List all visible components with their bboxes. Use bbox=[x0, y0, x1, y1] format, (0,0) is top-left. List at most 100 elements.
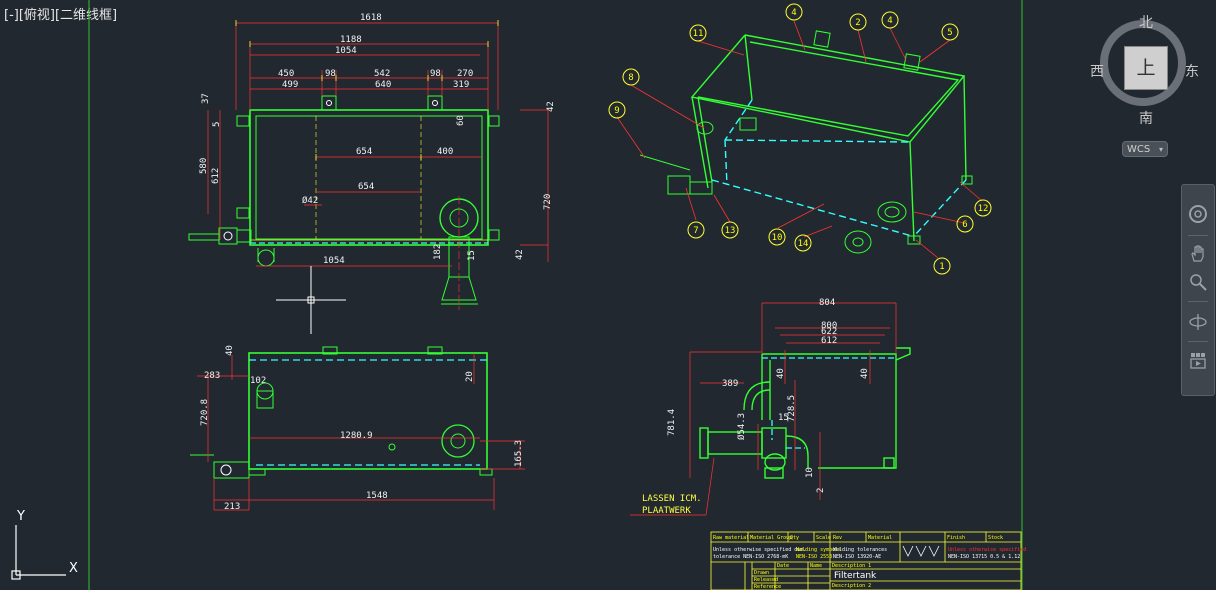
dim-front-7208: 720.8 bbox=[200, 399, 210, 426]
balloon-10: 10 bbox=[772, 233, 783, 243]
balloon-leaders bbox=[616, 20, 983, 259]
dim-640: 640 bbox=[375, 80, 391, 90]
dim-5: 5 bbox=[212, 122, 222, 127]
ucs-x-label: X bbox=[69, 561, 78, 576]
chevron-down-icon: ▾ bbox=[1158, 145, 1163, 154]
orbit-icon[interactable] bbox=[1186, 311, 1210, 335]
tb-qty: Qty bbox=[790, 535, 799, 541]
dim-side-804: 804 bbox=[819, 298, 835, 308]
balloon-14: 14 bbox=[798, 239, 809, 249]
dim-98b: 98 bbox=[430, 69, 441, 79]
front-view bbox=[190, 346, 525, 511]
dim-400: 400 bbox=[437, 147, 453, 157]
dim-side-622: 622 bbox=[821, 327, 837, 337]
dim-1188: 1188 bbox=[340, 35, 362, 45]
dim-front-40: 40 bbox=[225, 345, 235, 356]
dim-60: 60 bbox=[456, 115, 466, 126]
dim-612: 612 bbox=[211, 168, 221, 184]
dim-front-12809: 1280.9 bbox=[340, 431, 373, 441]
tb-released: Released bbox=[754, 577, 778, 583]
dim-side-2: 2 bbox=[816, 488, 826, 493]
balloon-4b: 4 bbox=[887, 16, 892, 26]
title-block bbox=[710, 531, 1022, 590]
dim-499: 499 bbox=[282, 80, 298, 90]
weld-note-line1: LASSEN ICM. bbox=[642, 494, 702, 504]
dim-side-612: 612 bbox=[821, 336, 837, 346]
compass-north[interactable]: 北 bbox=[1139, 15, 1153, 31]
dim-side-7814: 781.4 bbox=[667, 409, 677, 436]
tb-weldtol-1: Welding tolerances bbox=[833, 547, 887, 553]
dim-1618: 1618 bbox=[360, 13, 382, 23]
dim-42a: 42 bbox=[546, 101, 556, 112]
dim-front-1653: 165.3 bbox=[514, 440, 524, 467]
navigation-bar[interactable] bbox=[1181, 184, 1215, 396]
viewcube-top-face[interactable]: 上 bbox=[1124, 46, 1168, 90]
dim-front-102: 102 bbox=[250, 376, 266, 386]
dim-1054: 1054 bbox=[335, 46, 357, 56]
dim-side-15: 15 bbox=[778, 413, 789, 423]
tb-name: Name bbox=[810, 563, 822, 569]
tb-rev: Rev bbox=[833, 535, 842, 541]
viewcube-compass-ring[interactable] bbox=[1100, 20, 1186, 106]
dim-phi42: Ø42 bbox=[302, 195, 318, 206]
dim-37: 37 bbox=[201, 93, 211, 104]
ucs-icon bbox=[11, 525, 66, 580]
tb-raw-material: Raw material bbox=[713, 535, 749, 541]
dim-654a: 654 bbox=[356, 147, 372, 157]
crosshair-cursor bbox=[276, 266, 346, 334]
compass-south[interactable]: 南 bbox=[1139, 111, 1153, 127]
isometric-view bbox=[639, 30, 973, 254]
dim-270: 270 bbox=[457, 69, 473, 79]
tb-desc1: Filtertank bbox=[834, 571, 877, 581]
dim-side-40a: 40 bbox=[776, 368, 786, 379]
tb-weld-1: Welding symbols bbox=[796, 547, 841, 553]
dim-front-1548: 1548 bbox=[366, 491, 388, 501]
dim-side-7285: 728.5 bbox=[787, 395, 797, 422]
tb-desc2-label: Description 2 bbox=[832, 583, 871, 589]
side-view bbox=[630, 302, 911, 516]
balloon-5: 5 bbox=[947, 28, 952, 38]
tb-desc1-label: Description 1 bbox=[832, 563, 871, 569]
balloon-12: 12 bbox=[978, 204, 989, 214]
viewcube[interactable]: 北 南 东 西 上 bbox=[1090, 12, 1202, 127]
balloon-2: 2 bbox=[855, 18, 860, 28]
tb-date: Date bbox=[777, 563, 789, 569]
dim-front-283: 283 bbox=[204, 371, 220, 381]
dim-580: 580 bbox=[199, 158, 209, 174]
tb-material: Material bbox=[868, 535, 892, 541]
tb-material-group: Material Group bbox=[750, 535, 792, 541]
balloon-4a: 4 bbox=[791, 8, 796, 18]
weld-note-line2: PLAATWERK bbox=[642, 506, 691, 516]
balloon-13: 13 bbox=[725, 226, 736, 236]
compass-west[interactable]: 西 bbox=[1090, 64, 1104, 80]
top-view bbox=[188, 20, 549, 310]
dim-side-40b: 40 bbox=[860, 368, 870, 379]
tb-scale: Scale bbox=[816, 535, 831, 541]
tb-weldtol-2: NEN-ISO 13920-AE bbox=[833, 554, 881, 560]
dim-98a: 98 bbox=[325, 69, 336, 79]
dim-542: 542 bbox=[374, 69, 390, 79]
balloon-9: 9 bbox=[614, 106, 619, 116]
steering-wheel-icon[interactable] bbox=[1186, 203, 1210, 227]
dim-450: 450 bbox=[278, 69, 294, 79]
zoom-extents-icon[interactable] bbox=[1186, 271, 1210, 295]
dim-182: 182 bbox=[433, 244, 443, 260]
wcs-menu[interactable]: WCS▾ bbox=[1122, 141, 1168, 157]
dim-side-389: 389 bbox=[722, 379, 738, 389]
tb-red-1: Unless otherwise specified bbox=[948, 547, 1026, 553]
tb-red-2: NEN-ISO 13715 0.5 & 1.12 bbox=[948, 554, 1020, 560]
balloon-11: 11 bbox=[693, 29, 704, 39]
pan-hand-icon[interactable] bbox=[1186, 243, 1210, 267]
balloon-6: 6 bbox=[962, 220, 967, 230]
tb-stock: Stock bbox=[988, 535, 1003, 541]
ucs-y-label: Y bbox=[16, 509, 25, 524]
dim-side-phi543: Ø54.3 bbox=[736, 413, 747, 440]
showmotion-icon[interactable] bbox=[1186, 349, 1210, 373]
weld-symbols-icon bbox=[902, 545, 940, 557]
dim-front-20: 20 bbox=[465, 371, 475, 382]
tb-drawn: Drawn bbox=[754, 570, 769, 576]
dim-1054b: 1054 bbox=[323, 256, 345, 266]
compass-east[interactable]: 东 bbox=[1185, 64, 1199, 80]
tb-tol-2: tolerance NEN-ISO 2768-mK bbox=[713, 554, 788, 560]
